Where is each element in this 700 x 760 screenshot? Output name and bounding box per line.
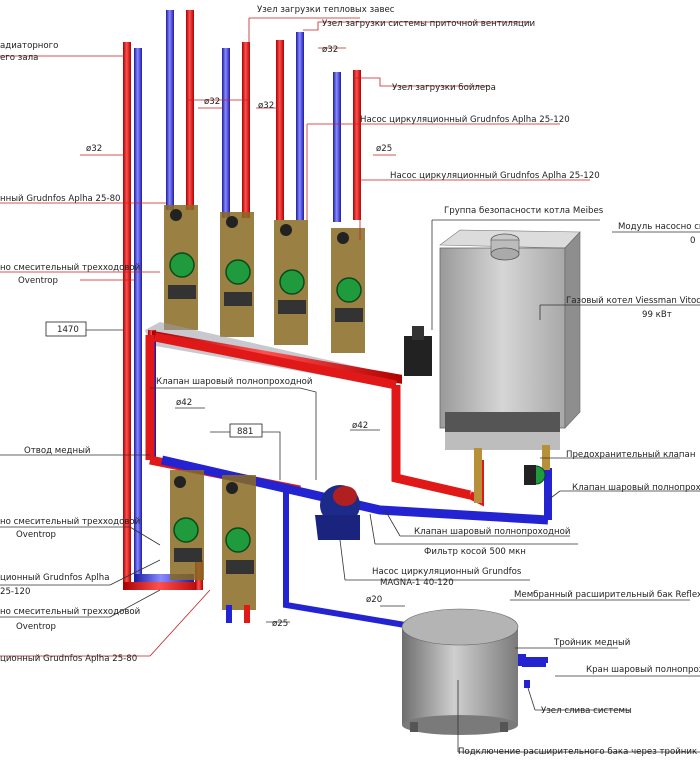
pump-group-3 bbox=[274, 220, 308, 345]
label-pump-top1: Насос циркуляционный Grudnfos Aplha 25-1… bbox=[360, 115, 570, 125]
gas-boiler bbox=[439, 229, 581, 450]
label-boiler-l2: 99 кВт bbox=[642, 310, 672, 320]
expansion-tank bbox=[401, 608, 546, 735]
label-pump-top2: Насос циркуляционный Grudnfos Aplha 25-1… bbox=[390, 171, 600, 181]
pump-group-5 bbox=[170, 470, 204, 580]
label-ball-valve-right: Клапан шаровый полнопроходн bbox=[572, 483, 700, 493]
label-mixvalve-top-l1: но смесительный трехходовой bbox=[0, 263, 140, 273]
text-labels: Узел загрузки тепловых завес Узел загруз… bbox=[0, 5, 700, 757]
label-d25-top: ø25 bbox=[376, 144, 392, 154]
label-mixvalve-bot1-l2: Oventrop bbox=[16, 530, 56, 540]
label-dim-1470: 1470 bbox=[57, 325, 79, 335]
label-pump-bot-l1: ционный Grudnfos Aplha bbox=[0, 573, 110, 583]
boiler-fittings bbox=[474, 445, 550, 503]
label-vent: Узел загрузки системы приточной вентиляц… bbox=[322, 19, 535, 29]
label-mixvalve-bot2-l2: Oventrop bbox=[16, 622, 56, 632]
magna-pump bbox=[315, 485, 360, 540]
label-ball-valve-full: Клапан шаровый полнопроходной bbox=[156, 377, 312, 387]
label-d32-c: ø32 bbox=[258, 101, 274, 111]
label-drain: Узел слива системы bbox=[541, 706, 632, 716]
pump-group-2 bbox=[220, 212, 254, 337]
label-safety-group: Группа безопасности котла Meibes bbox=[444, 206, 604, 216]
label-d25-bot: ø25 bbox=[272, 619, 288, 629]
label-module-l2: 0 bbox=[690, 236, 695, 246]
lower-pump-groups bbox=[170, 470, 256, 623]
pump-group-6 bbox=[222, 475, 256, 610]
label-safety-valve: Предохранительный клапан bbox=[566, 450, 695, 460]
label-boiler-load: Узел загрузки бойлера bbox=[392, 83, 496, 93]
label-tank-conn: Подключение расширительного бака через т… bbox=[458, 747, 697, 757]
label-d20: ø20 bbox=[366, 595, 382, 605]
label-d32-a: ø32 bbox=[322, 45, 338, 55]
dim-1470-box bbox=[45, 321, 87, 337]
pump-group-1 bbox=[164, 205, 198, 330]
label-mixvalve-bot2-l1: но смесительный трехходовой bbox=[0, 607, 140, 617]
label-ball-valve-bot: Кран шаровый полнопроход bbox=[586, 665, 700, 675]
label-ball-valve-mid: Клапан шаровый полнопроходной bbox=[414, 527, 570, 537]
label-pump-left-top: нный Grudnfos Aplha 25-80 bbox=[0, 194, 121, 204]
label-zaves: Узел загрузки тепловых завес bbox=[257, 5, 395, 15]
label-pump-bot2: ционный Grudnfos Aplha 25-80 bbox=[0, 654, 137, 664]
label-copper-branch: Отвод медный bbox=[24, 446, 90, 456]
label-d42-b: ø42 bbox=[352, 421, 368, 431]
label-d32-b: ø32 bbox=[204, 97, 220, 107]
leader-lines bbox=[0, 17, 700, 753]
label-exp-tank: Мембранный расширительный бак Reflex NG bbox=[514, 590, 700, 600]
label-radiator-l1: адиаторного bbox=[0, 41, 58, 51]
safety-group bbox=[404, 326, 432, 376]
label-radiator-l2: его зала bbox=[0, 53, 38, 63]
label-d42-a: ø42 bbox=[176, 398, 192, 408]
label-dim-881: 881 bbox=[237, 427, 253, 437]
label-pump-bot-l2: 25-120 bbox=[0, 587, 30, 597]
label-mixvalve-bot1-l1: но смесительный трехходовой bbox=[0, 517, 140, 527]
dim-881-box bbox=[229, 423, 263, 438]
label-magna-l1: Насос циркуляционный Grundfos bbox=[372, 567, 522, 577]
label-mixvalve-top-l2: Oventrop bbox=[18, 276, 58, 286]
pump-group-4 bbox=[331, 228, 365, 353]
label-magna-l2: MAGNA-1 40-120 bbox=[380, 578, 454, 588]
label-filter: Фильтр косой 500 мкн bbox=[424, 547, 526, 557]
upper-pump-groups bbox=[164, 205, 365, 353]
label-d32-d: ø32 bbox=[86, 144, 102, 154]
label-module-l1: Модуль насосно см bbox=[618, 222, 700, 232]
label-boiler-l1: Газовый котел Viessman Vitod bbox=[566, 296, 700, 306]
top-riser-pairs bbox=[166, 10, 361, 222]
label-tee: Тройник медный bbox=[553, 638, 630, 648]
